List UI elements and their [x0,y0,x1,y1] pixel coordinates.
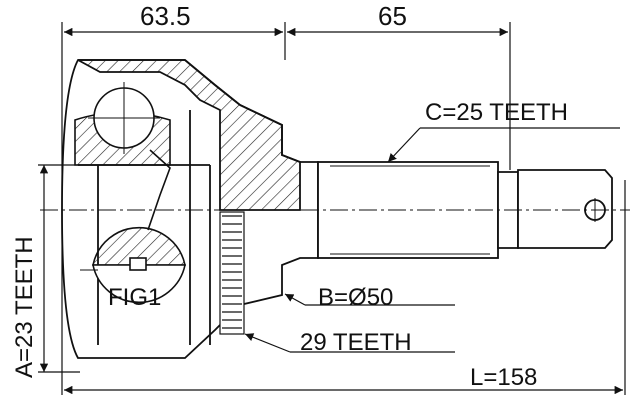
callout-abs-teeth: 29 TEETH [300,329,412,356]
dim-overall-length: L=158 [470,364,537,391]
dim-top-right: 65 [378,1,407,31]
figure-label: FIG1 [108,284,161,311]
abs-ring [219,211,245,335]
callout-c-spline: C=25 TEETH [425,99,568,126]
leader-lines [244,127,620,353]
dim-top-left: 63.5 [140,1,191,31]
inner-race-top [74,82,171,231]
callout-b-diameter: B=Ø50 [318,284,393,311]
callout-a-spline: A=23 TEETH [11,236,38,378]
dimension-lines [38,22,626,395]
fig1-detail [80,226,186,304]
